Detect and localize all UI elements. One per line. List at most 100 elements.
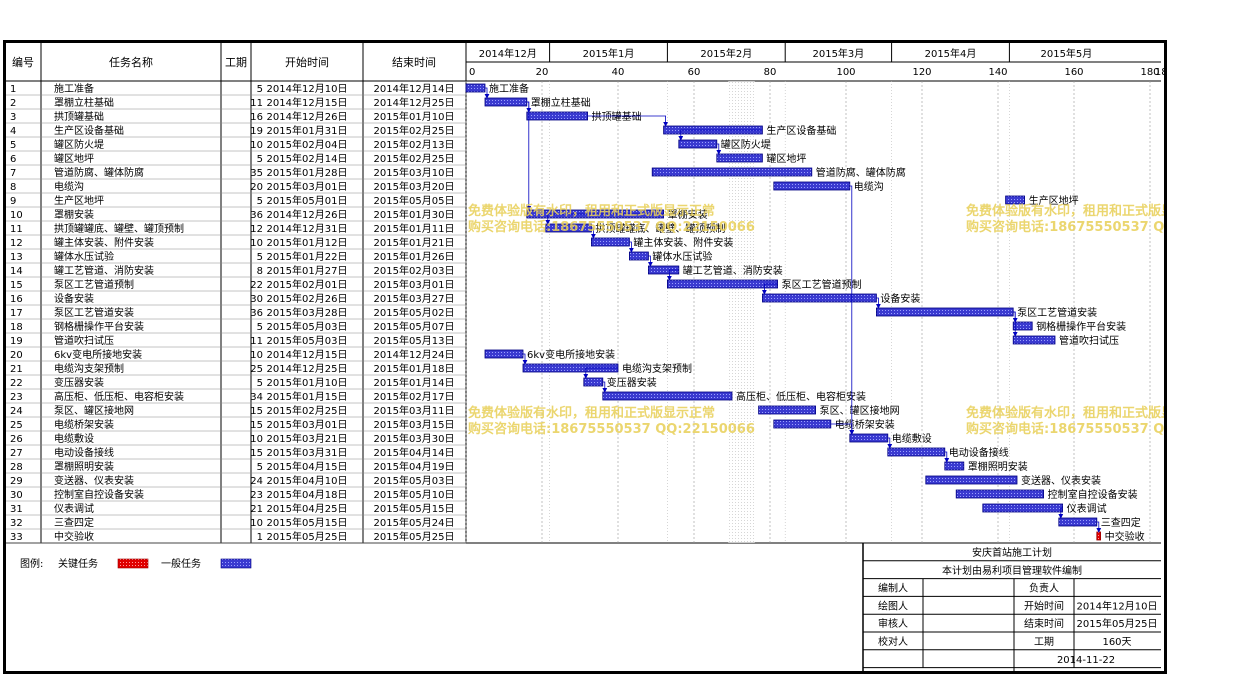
task-name: 电缆沟支架预制 bbox=[54, 362, 124, 375]
task-bar-label: 6kv变电所接地安装 bbox=[527, 348, 615, 361]
task-bar bbox=[651, 167, 813, 177]
day-tick-label: 120 bbox=[912, 67, 931, 78]
task-name: 罩棚照明安装 bbox=[54, 460, 114, 473]
task-bar-label: 变压器安装 bbox=[607, 376, 657, 389]
task-name: 泵区工艺管道预制 bbox=[54, 278, 134, 291]
task-start: 2015年05月03日 bbox=[267, 320, 348, 333]
task-bar-label: 高压柜、低压柜、电容柜安装 bbox=[736, 390, 866, 403]
info-label: 编制人 bbox=[878, 582, 908, 595]
task-duration: 25 bbox=[250, 364, 263, 375]
task-bar bbox=[758, 405, 816, 415]
task-duration: 16 bbox=[250, 112, 263, 123]
info-title: 安庆首站施工计划 bbox=[972, 546, 1052, 559]
dependency-link bbox=[629, 241, 634, 253]
task-bar bbox=[667, 279, 779, 289]
task-name: 电缆敷设 bbox=[54, 432, 94, 445]
task-duration: 5 bbox=[257, 378, 263, 389]
legend-normal-label: 一般任务 bbox=[161, 557, 201, 570]
task-name: 电缆沟 bbox=[54, 180, 84, 193]
task-duration: 10 bbox=[250, 238, 263, 249]
task-name: 三查四定 bbox=[54, 516, 94, 529]
dependency-link bbox=[678, 129, 763, 141]
task-start: 2015年01月22日 bbox=[267, 250, 348, 263]
task-id: 28 bbox=[10, 462, 23, 473]
info-value: 2015年05月25日 bbox=[1077, 617, 1158, 630]
task-end: 2015年02月13日 bbox=[374, 138, 455, 151]
task-start: 2015年02月25日 bbox=[267, 404, 348, 417]
info-label: 绘图人 bbox=[878, 599, 908, 612]
task-name: 6kv变电所接地安装 bbox=[54, 348, 142, 361]
day-tick-label: 140 bbox=[988, 67, 1007, 78]
task-id: 8 bbox=[10, 182, 16, 193]
task-duration: 10 bbox=[250, 140, 263, 151]
task-end: 2015年01月14日 bbox=[374, 376, 455, 389]
task-name: 变压器安装 bbox=[54, 376, 104, 389]
task-name: 罐区地坪 bbox=[54, 152, 94, 165]
task-start: 2015年01月28日 bbox=[267, 166, 348, 179]
task-id: 6 bbox=[10, 154, 16, 165]
task-start: 2015年01月12日 bbox=[267, 236, 348, 249]
day-tick-label: 100 bbox=[836, 67, 855, 78]
task-name: 罐工艺管道、消防安装 bbox=[54, 264, 154, 277]
task-bar bbox=[762, 293, 877, 303]
task-duration: 10 bbox=[250, 350, 263, 361]
task-start: 2015年04月10日 bbox=[267, 474, 348, 487]
task-end: 2014年12月24日 bbox=[374, 348, 455, 361]
task-duration: 11 bbox=[250, 336, 263, 347]
task-bar-label: 罐区防火堤 bbox=[721, 138, 771, 151]
task-bar bbox=[678, 139, 718, 149]
task-id: 19 bbox=[10, 336, 23, 347]
task-bar bbox=[982, 503, 1063, 513]
task-start: 2015年01月15日 bbox=[267, 390, 348, 403]
task-bar bbox=[716, 153, 763, 163]
task-duration: 23 bbox=[250, 490, 263, 501]
task-bar bbox=[773, 181, 851, 191]
task-bar bbox=[1012, 321, 1033, 331]
task-id: 27 bbox=[10, 448, 23, 459]
task-bar-label: 泵区、罐区接地网 bbox=[820, 404, 900, 417]
task-id: 12 bbox=[10, 238, 23, 249]
task-duration: 5 bbox=[257, 462, 263, 473]
task-id: 11 bbox=[10, 224, 23, 235]
dependency-link bbox=[1058, 507, 1064, 519]
task-bar-label: 施工准备 bbox=[489, 82, 529, 95]
task-start: 2015年02月01日 bbox=[267, 278, 348, 291]
task-bar-label: 仪表调试 bbox=[1067, 502, 1107, 515]
task-duration: 15 bbox=[250, 406, 263, 417]
task-id: 17 bbox=[10, 308, 23, 319]
task-end: 2015年05月02日 bbox=[374, 306, 455, 319]
task-end: 2015年05月15日 bbox=[374, 502, 455, 515]
task-id: 25 bbox=[10, 420, 23, 431]
task-bar bbox=[526, 111, 588, 121]
info-label: 开始时间 bbox=[1024, 599, 1064, 612]
task-bar bbox=[887, 447, 946, 457]
task-id: 22 bbox=[10, 378, 23, 389]
task-start: 2015年01月27日 bbox=[267, 264, 348, 277]
task-end: 2015年04月14日 bbox=[374, 446, 455, 459]
task-id: 26 bbox=[10, 434, 23, 445]
task-id: 31 bbox=[10, 504, 23, 515]
task-duration: 21 bbox=[250, 504, 263, 515]
dependency-link bbox=[876, 297, 881, 309]
task-name: 生产区地坪 bbox=[54, 194, 104, 207]
task-duration: 5 bbox=[257, 322, 263, 333]
task-id: 18 bbox=[10, 322, 23, 333]
day-tick-label: 20 bbox=[536, 67, 549, 78]
task-name: 变送器、仪表安装 bbox=[54, 474, 134, 487]
day-tick-label: 60 bbox=[688, 67, 701, 78]
dependency-link bbox=[1096, 521, 1102, 533]
task-duration: 30 bbox=[250, 294, 263, 305]
task-bar-label: 罩棚安装 bbox=[668, 208, 708, 221]
task-bar bbox=[1005, 195, 1025, 205]
task-end: 2015年03月11日 bbox=[374, 404, 455, 417]
info-value: 2014年12月10日 bbox=[1077, 599, 1158, 612]
month-label: 2014年12月 bbox=[479, 47, 537, 60]
task-id: 29 bbox=[10, 476, 23, 487]
task-start: 2015年01月31日 bbox=[267, 124, 348, 137]
dependency-link bbox=[583, 367, 618, 379]
task-bar-label: 中交验收 bbox=[1105, 530, 1145, 543]
task-start: 2015年05月15日 bbox=[267, 516, 348, 529]
task-end: 2015年03月15日 bbox=[374, 418, 455, 431]
task-name: 罐主体安装、附件安装 bbox=[54, 236, 154, 249]
task-bar-label: 生产区设备基础 bbox=[766, 124, 836, 137]
